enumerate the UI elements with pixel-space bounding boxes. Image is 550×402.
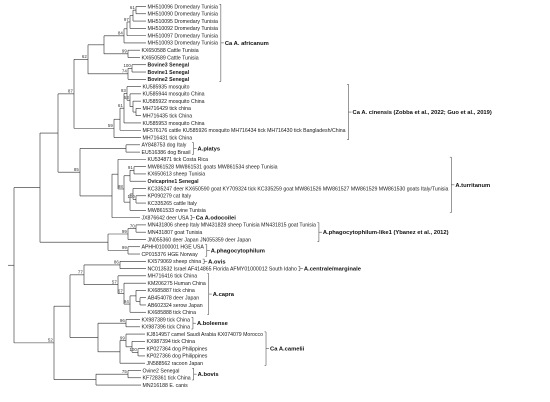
clade-label: A.ovis	[208, 259, 225, 265]
tip-label: MW861533 ovine Tunisia	[148, 208, 206, 214]
bootstrap-value: 57	[112, 280, 117, 285]
bootstrap-value: 98	[118, 184, 123, 189]
tip-label: KU585953 mosquito China	[143, 121, 205, 127]
bootstrap-value: 59	[108, 123, 113, 128]
bootstrap-value: 75	[122, 369, 127, 374]
bootstrap-value: 67	[118, 288, 123, 293]
tip-label: Ovine2 Senegal	[143, 368, 180, 374]
bootstrap-value: 100	[123, 63, 131, 68]
tip-label: Bovine1 Senegal	[148, 70, 190, 76]
tip-label: MN216188 E. canis	[143, 383, 189, 389]
tip-label: KU585922 mosquito China	[143, 99, 205, 105]
tip-label: KU585935 mosquito	[143, 84, 190, 90]
tip-label: MN431807 goat Tunisia	[148, 230, 203, 236]
tip-label: MH510093 Dromedary Tunisia	[148, 41, 218, 47]
bootstrap-value: 61	[118, 103, 123, 108]
tip-label: KX650588 Cattle Tunisia	[142, 48, 199, 54]
tip-label: KJ814957 camel Saudi Arabia KX074079 Mor…	[147, 332, 264, 338]
clade-label: Ca A. africanum	[225, 41, 269, 47]
bootstrap-value: 99	[120, 335, 125, 340]
tip-label: KC335247 deer KX650590 goat KY709324 tic…	[148, 186, 449, 192]
bootstrap-value: 77	[78, 270, 83, 275]
tip-label: Bovine2 Senegal	[148, 77, 190, 83]
tip-label: KX685887 tick china	[148, 288, 195, 294]
clade-label: A.platys	[198, 146, 221, 152]
bootstrap-value: 62	[82, 54, 87, 59]
tip-label: APHH01000001 HGE USA	[142, 245, 205, 251]
bootstrap-value: 87	[68, 89, 73, 94]
tip-label: KX650613 sheep Tunisia	[148, 172, 206, 178]
tip-label: AY848753 dog Italy	[142, 143, 187, 149]
tip-label: KX987394 tick China	[147, 339, 196, 345]
bootstrap-value: 100	[129, 347, 137, 352]
tip-label: MH510095 Dromedary Tunisia	[148, 19, 218, 25]
tip-label: MH510096 Dromedary Tunisia	[148, 4, 218, 10]
clade-label: A.boleense	[197, 321, 229, 327]
bootstrap-value: 100	[127, 194, 135, 199]
bootstrap-value: 94	[124, 299, 129, 304]
clade-label: Ca A. cinensis (Zobba et al., 2022; Guo …	[353, 110, 492, 116]
tip-label: KU534871 tick Costa Rica	[148, 157, 209, 163]
clade-label: Ca A.odocoilei	[196, 216, 236, 222]
clade-label: A.phagocytophilum	[211, 248, 265, 254]
clade-label: A.phagocytophilum-like1 (Ybanez et al., …	[323, 230, 449, 236]
tip-label: MH510097 Dromedary Tunisia	[148, 33, 218, 39]
tip-label: JN055360 deer Japan JN055359 deer Japan	[148, 237, 252, 243]
tip-label: KP027366 dog Philippines	[147, 354, 208, 360]
tip-label: Ovicaprine1 Senegal	[148, 179, 200, 185]
tip-label: KP027364 dog Philippines	[147, 346, 208, 352]
tip-label: MW861528 MW861531 goats MW861534 sheep T…	[148, 164, 278, 170]
bootstrap-value: 99	[122, 245, 127, 250]
tip-label: MN431806 sheep Italy MN431828 sheep Tuni…	[148, 223, 317, 229]
clade-label: A.capra	[213, 292, 235, 298]
tip-label: KX987389 tick China	[142, 317, 191, 323]
tip-label: MH716431 tick China	[143, 135, 193, 141]
bootstrap-value: 97	[124, 17, 129, 22]
bootstrap-value: 70	[130, 223, 135, 228]
tip-label: Bovine3 Senegal	[148, 63, 190, 69]
tip-label: JX876642 deer USA	[142, 215, 190, 221]
tip-label: MH716435 tick China	[143, 114, 193, 120]
tip-label: CP015376 HGE Norway	[142, 252, 199, 258]
tip-label: KM206275 Human China	[148, 281, 206, 287]
tip-label: MH510092 Dromedary Tunisia	[148, 26, 218, 32]
tip-label: MH716429 tick china	[143, 106, 192, 112]
bootstrap-value: 85	[74, 167, 79, 172]
tip-label: KX685888 tick China	[148, 310, 197, 316]
bootstrap-value: 86	[114, 260, 119, 265]
bootstrap-value: 93	[121, 88, 126, 93]
tip-label: KC335265 cattle Italy	[148, 201, 198, 207]
clade-label: A.turritanum	[455, 183, 490, 189]
bootstrap-value: 99	[122, 49, 127, 54]
tip-label: KP090279 cat Italy	[148, 194, 192, 200]
tip-label: JN588562 racoon Japan	[147, 361, 204, 367]
bootstrap-value: 52	[48, 338, 53, 343]
tip-label: KX579069 sheep china	[148, 259, 202, 265]
bootstrap-value: 74	[122, 69, 127, 74]
tip-label: MH716416 tick China	[148, 274, 198, 280]
clade-label: A.centrale/marginale	[304, 267, 362, 273]
bootstrap-value: 61	[130, 5, 135, 10]
clade-label: Ca A.camelii	[270, 347, 305, 353]
tip-label: NC013532 Israel AF414865 Florida AFMY010…	[148, 266, 297, 272]
tip-label: AB454078 deer Japan	[148, 296, 200, 302]
bootstrap-value: 84	[118, 31, 123, 36]
clade-label: A.bovis	[198, 372, 219, 378]
bootstrap-value: 53	[124, 95, 129, 100]
tip-label: KX650589 Cattle Tunisia	[142, 55, 199, 61]
tip-label: EU516386 dog Brasil	[142, 150, 191, 156]
bootstrap-value: 91	[128, 165, 133, 170]
bootstrap-value: 96	[120, 318, 125, 323]
tip-label: KU585944 mosquito China	[143, 92, 205, 98]
tip-label: AB602324 serow Japan	[148, 303, 203, 309]
tip-label: MF576176 cattle KU585926 mosquito MH7164…	[143, 128, 346, 134]
tip-label: MH510090 Dromedary Tunisia	[148, 12, 218, 18]
bootstrap-value: 99	[122, 229, 127, 234]
tip-label: KF728361 tick China	[143, 376, 191, 382]
tip-label: KX987396 tick China	[142, 325, 191, 331]
